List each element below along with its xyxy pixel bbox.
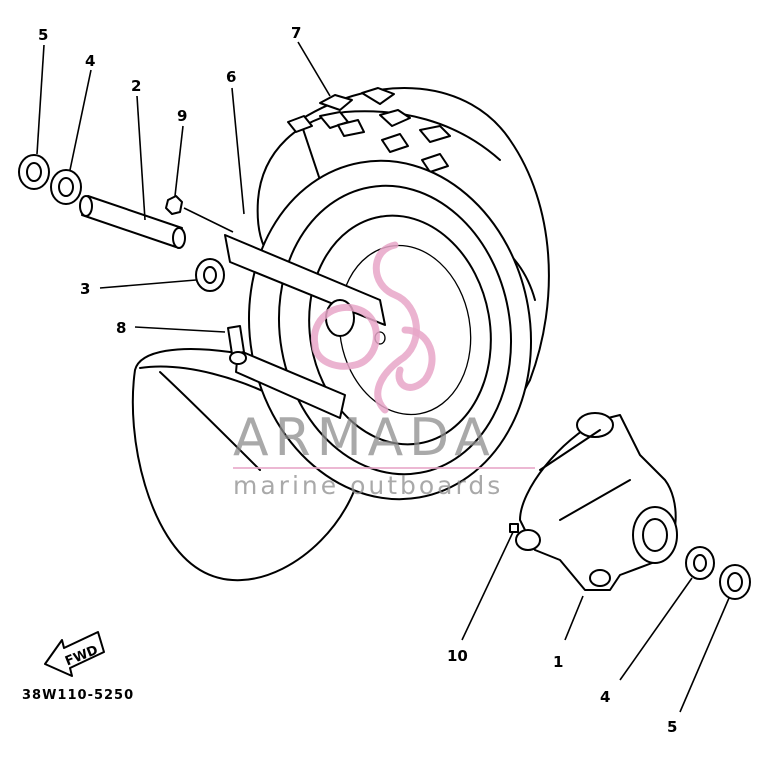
- callout-5: 5: [667, 718, 677, 736]
- armada-watermark: ARMADA marine outboards: [233, 241, 535, 500]
- diagram-part-code: 38W110-5250: [22, 688, 134, 703]
- callout-7: 7: [291, 24, 301, 42]
- callout-8: 8: [116, 319, 126, 337]
- tire-valve: [227, 325, 247, 365]
- leader-lines: [36, 41, 730, 713]
- callout-4: 4: [85, 52, 95, 70]
- callout-5: 5: [38, 26, 48, 44]
- callout-3: 3: [80, 280, 90, 298]
- callout-2: 2: [131, 77, 141, 95]
- bearing-center: [195, 258, 225, 292]
- callout-1: 1: [553, 653, 563, 671]
- bearing-right: [685, 546, 715, 580]
- callout-9: 9: [177, 107, 187, 125]
- axle-collar: [79, 195, 186, 249]
- watermark-brand: ARMADA: [233, 408, 496, 468]
- callout-10: 10: [447, 647, 468, 665]
- bearing-left: [50, 169, 82, 205]
- armada-logo-icon: [310, 241, 436, 414]
- oil-seal-left: [18, 154, 50, 190]
- wheel-hub: [515, 412, 678, 591]
- hub-bolt: [509, 523, 519, 533]
- callout-4: 4: [600, 688, 610, 706]
- callout-6: 6: [226, 68, 236, 86]
- watermark-subtitle: marine outboards: [233, 471, 503, 500]
- nut: [165, 195, 183, 215]
- fwd-arrow-icon: FWD: [44, 631, 105, 677]
- callout-labels: 5 4 2 9 6 7 3 8 10 1 4 5: [38, 24, 677, 736]
- tire-tread-lugs: [287, 87, 451, 187]
- oil-seal-right: [719, 564, 751, 600]
- wheel-rim: [224, 159, 532, 501]
